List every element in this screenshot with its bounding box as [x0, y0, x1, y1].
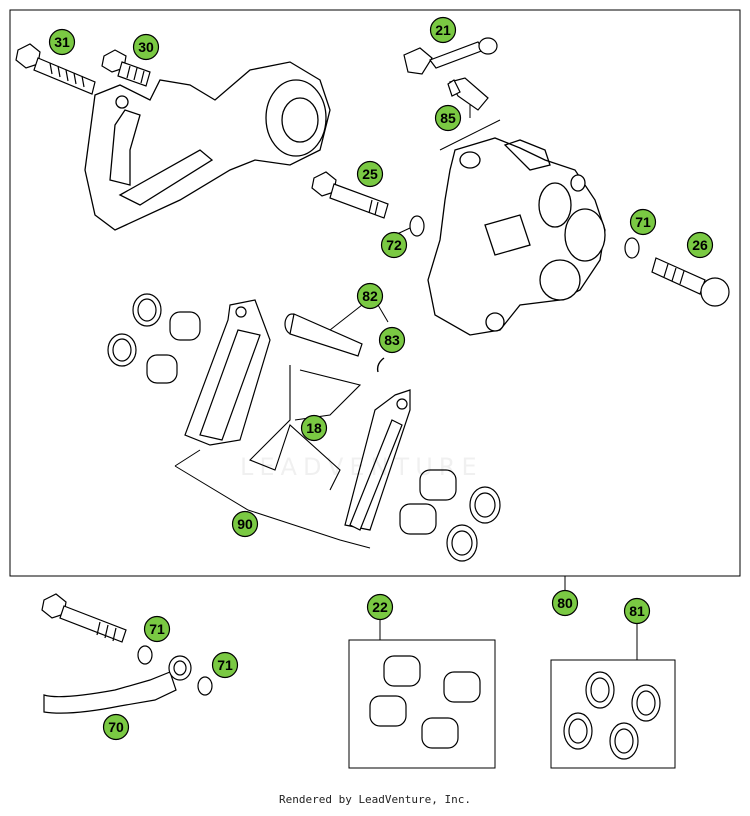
caliper-body: [427, 137, 606, 336]
callout-c30: 30: [132, 33, 160, 61]
callout-circle: [366, 593, 394, 621]
callout-circle: [551, 589, 579, 617]
callout-circle: [48, 28, 76, 56]
callout-badges: 31 30 21 85 25 72 71 26 82 83 18 90 80 22 81 71 71 70: [48, 16, 714, 741]
leader-82-b: [377, 304, 389, 323]
bolt-26: [651, 257, 730, 307]
watermark: LEADVENTURE: [240, 453, 483, 481]
callout-label: 71: [217, 657, 233, 673]
caliper-bracket: [84, 61, 331, 231]
callout-c85: 85: [434, 104, 462, 132]
slide-pin-25: [311, 171, 389, 219]
brake-line-70: [43, 655, 192, 714]
bleeder-cap-21: [403, 37, 498, 75]
callout-circle: [143, 615, 171, 643]
callout-label: 26: [692, 237, 708, 253]
callout-c81: 81: [623, 597, 651, 625]
callout-c82: 82: [356, 282, 384, 310]
callout-c18: 18: [300, 414, 328, 442]
piston-kit-box: [348, 639, 496, 769]
washer-71-upper: [137, 645, 153, 665]
callout-circle: [356, 282, 384, 310]
callout-label: 85: [440, 110, 456, 126]
callout-circle: [300, 414, 328, 442]
callout-label: 72: [386, 237, 402, 253]
callout-label: 31: [54, 34, 70, 50]
callout-c25: 25: [356, 160, 384, 188]
callout-label: 83: [384, 332, 400, 348]
callout-c31: 31: [48, 28, 76, 56]
callout-circle: [378, 326, 406, 354]
footer-credit: Rendered by LeadVenture, Inc.: [278, 793, 472, 806]
callout-circle: [434, 104, 462, 132]
callout-c71a: 71: [629, 208, 657, 236]
leader-82-a: [329, 304, 363, 331]
callout-label: 71: [635, 214, 651, 230]
washer-72: [409, 215, 425, 237]
bolt-30: [101, 49, 151, 87]
washer-71-lower: [197, 676, 213, 696]
callout-circle: [356, 160, 384, 188]
callout-label: 25: [362, 166, 378, 182]
main-pistons-left: [107, 293, 201, 384]
pad-pin-82: [284, 313, 363, 357]
callout-c80: 80: [551, 589, 579, 617]
callout-circle: [132, 33, 160, 61]
callout-circle: [380, 231, 408, 259]
callout-label: 30: [138, 39, 154, 55]
brake-pads: [184, 299, 411, 531]
assembly-frame: [9, 9, 741, 577]
callout-label: 18: [306, 420, 322, 436]
banjo-bolt: [41, 593, 127, 643]
bolt-31: [15, 43, 96, 95]
callout-c71c: 71: [211, 651, 239, 679]
callout-c83: 83: [378, 326, 406, 354]
seal-kit-81-seals: [563, 671, 661, 760]
seal-kit-box: [550, 659, 676, 769]
callout-circle: [211, 651, 239, 679]
callout-c70: 70: [102, 713, 130, 741]
leader-90: [174, 449, 371, 549]
callout-c71b: 71: [143, 615, 171, 643]
callout-label: 80: [557, 595, 573, 611]
callout-label: 90: [237, 516, 253, 532]
callout-circle: [686, 231, 714, 259]
callout-label: 82: [362, 288, 378, 304]
callout-circle: [629, 208, 657, 236]
callout-label: 21: [435, 22, 451, 38]
callout-c72: 72: [380, 231, 408, 259]
callout-circle: [102, 713, 130, 741]
callout-circle: [623, 597, 651, 625]
main-pistons-right: [399, 469, 501, 562]
leader-lines: [174, 100, 638, 660]
callout-c26: 26: [686, 231, 714, 259]
callout-c90: 90: [231, 510, 259, 538]
clip-83: [376, 357, 385, 373]
callout-circle: [429, 16, 457, 44]
callout-label: 81: [629, 603, 645, 619]
callout-label: 22: [372, 599, 388, 615]
piston-kit-22-pistons: [369, 655, 481, 749]
callout-c21: 21: [429, 16, 457, 44]
callout-label: 70: [108, 719, 124, 735]
callout-c22: 22: [366, 593, 394, 621]
leader-pin-85: [439, 119, 501, 151]
bleeder-valve-85: [447, 77, 489, 111]
washer-71-caliper: [624, 237, 640, 259]
callout-circle: [231, 510, 259, 538]
callout-label: 71: [149, 621, 165, 637]
